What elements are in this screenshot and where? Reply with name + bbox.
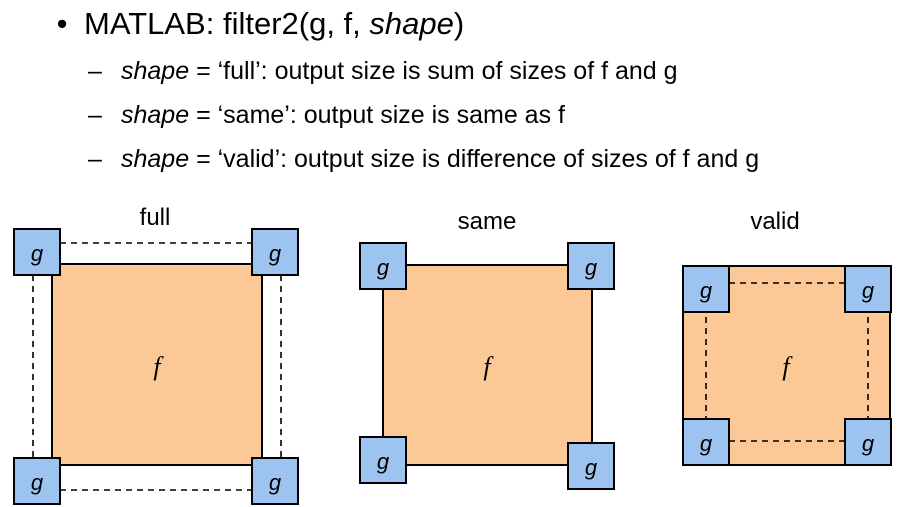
option-text: shape = ‘valid’: output size is differen… — [121, 143, 759, 175]
diagram-title-same: same — [458, 208, 517, 235]
g-label: g — [31, 470, 44, 495]
bullet-prefix: MATLAB: filter2(g, f, — [84, 6, 370, 41]
diagram-same: same f g g g g — [359, 208, 615, 490]
g-kernel-top-right — [567, 242, 615, 290]
bullet-suffix: ) — [453, 6, 465, 41]
g-kernel-bottom-right — [251, 457, 299, 505]
option-dash: – — [88, 145, 102, 173]
option-description: = ‘same’: output size is same as f — [189, 101, 565, 129]
g-label: g — [700, 278, 713, 303]
g-kernel-top-left — [359, 242, 407, 290]
option-shape-word: shape — [121, 145, 190, 173]
g-label: g — [585, 455, 598, 480]
f-matrix — [382, 264, 593, 466]
g-label: g — [377, 255, 390, 280]
g-label: g — [269, 241, 282, 266]
option-shape-word: shape — [121, 57, 190, 85]
g-label: g — [377, 449, 390, 474]
g-kernel-top-left — [682, 265, 730, 313]
option-description: = ‘valid’: output size is difference of … — [189, 145, 760, 173]
option-text: shape = ‘same’: output size is same as f — [121, 99, 565, 131]
g-kernel-bottom-left — [682, 418, 730, 466]
g-kernel-bottom-left — [13, 457, 61, 505]
g-label: g — [269, 470, 282, 495]
g-kernel-bottom-right — [844, 418, 892, 466]
g-kernel-bottom-left — [359, 436, 407, 484]
f-label: f — [483, 352, 494, 381]
bullet-shape-word: shape — [369, 6, 454, 41]
diagram-title-full: full — [140, 204, 171, 231]
f-matrix — [51, 263, 263, 466]
option-description: = ‘full’: output size is sum of sizes of… — [189, 57, 678, 85]
g-kernel-top-right — [251, 228, 299, 276]
f-label: f — [153, 352, 164, 381]
option-dash: – — [88, 101, 102, 129]
g-kernel-bottom-right — [567, 442, 615, 490]
option-text: shape = ‘full’: output size is sum of si… — [121, 55, 678, 87]
diagram-full: full f g g g g — [13, 204, 299, 505]
g-label: g — [862, 278, 875, 303]
diagram-title-valid: valid — [750, 208, 799, 235]
g-kernel-top-right — [844, 265, 892, 313]
g-label: g — [700, 431, 713, 456]
diagram-valid: valid f g g g g — [682, 208, 892, 466]
bullet-text: MATLAB: filter2(g, f, shape) — [84, 4, 464, 44]
g-label: g — [31, 241, 44, 266]
option-shape-word: shape — [121, 101, 190, 129]
g-kernel-top-left — [13, 228, 61, 276]
g-label: g — [862, 431, 875, 456]
option-dash: – — [88, 57, 102, 85]
f-label: f — [782, 352, 793, 381]
g-label: g — [585, 255, 598, 280]
bullet-marker: • — [56, 6, 68, 41]
